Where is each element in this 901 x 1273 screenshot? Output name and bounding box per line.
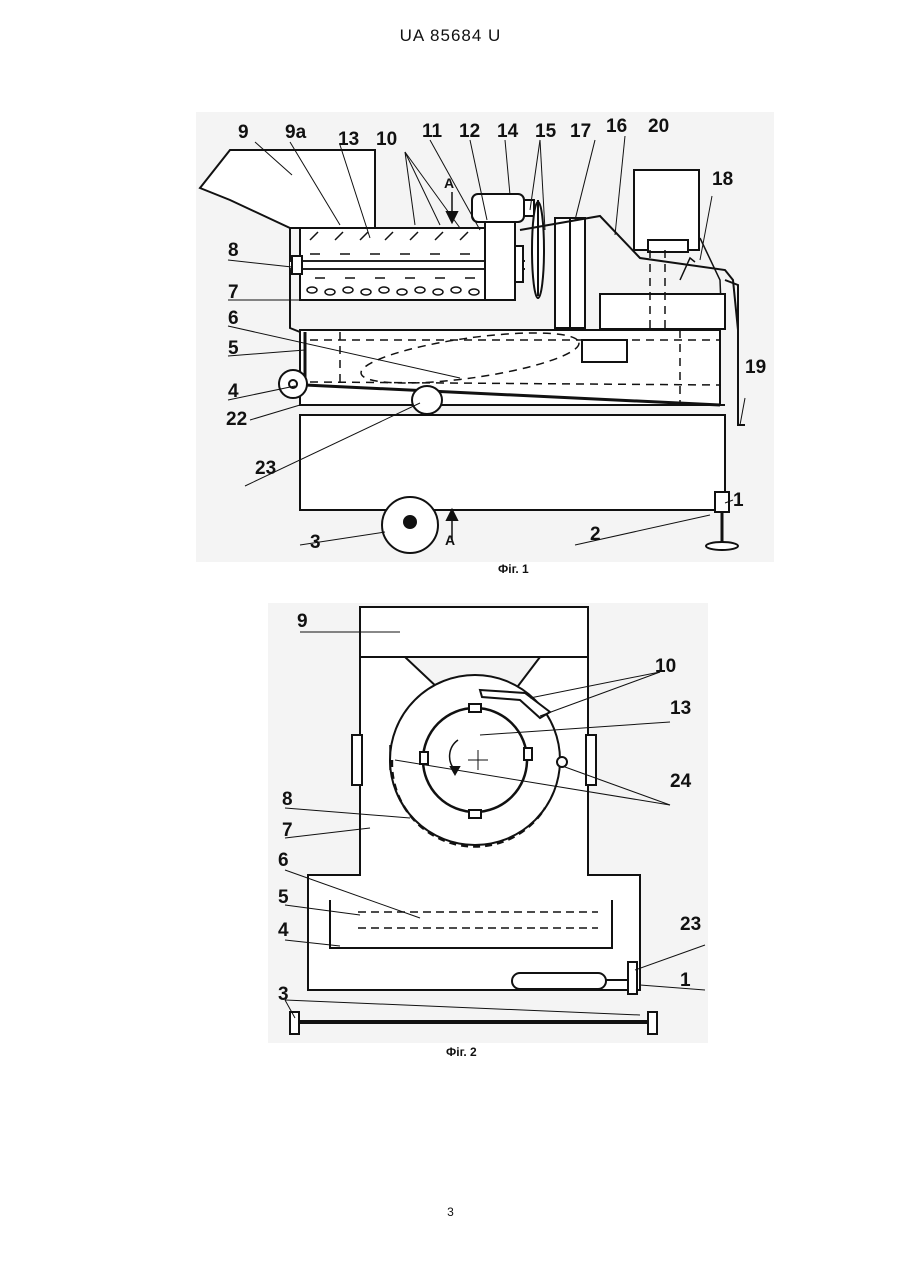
blade-top [469,704,481,712]
fig1-label-19: 19 [745,357,766,378]
blade-right [524,748,532,760]
page-number: 3 [0,1205,901,1219]
fig2-label-4: 4 [278,920,289,941]
fig1-label-6: 6 [228,308,239,329]
fig1-section-a-bottom: А [445,532,455,548]
pivot-24 [557,757,567,767]
fig2-label-23: 23 [680,914,701,935]
fig1-label-1: 1 [733,490,744,511]
figure-2-drawing: 9 10 13 24 8 7 6 5 4 23 1 3 [0,595,901,1055]
fig1-label-7: 7 [228,282,239,303]
fig1-label-17: 17 [570,121,591,142]
fig1-label-9: 9 [238,122,249,143]
roller-4 [279,370,307,398]
figure-1-caption: Фіг. 1 [498,562,529,576]
left-wheel [290,1012,299,1034]
right-box [600,294,725,329]
fig1-label-2: 2 [590,524,601,545]
fig1-label-16: 16 [606,116,627,137]
fig1-label-20: 20 [648,116,669,137]
motor [472,194,524,222]
fig1-label-11: 11 [422,121,443,142]
container-20-outlet [648,240,688,252]
fig2-label-24: 24 [670,771,692,792]
fig1-label-18: 18 [712,169,733,190]
roller-23 [512,973,606,989]
fig1-label-12: 12 [459,121,480,142]
fig2-label-5: 5 [278,887,289,908]
fig1-label-5: 5 [228,338,239,359]
wheel-3-hub [404,516,416,528]
fig1-label-8: 8 [228,240,239,261]
fig1-label-15: 15 [535,121,557,142]
block-12 [485,220,515,300]
fig2-label-7: 7 [282,820,293,841]
fig1-label-10: 10 [376,129,397,150]
blade-bottom [469,810,481,818]
support-foot [706,542,738,550]
fig2-label-8: 8 [282,789,293,810]
fig1-section-a-top: А [444,175,454,191]
left-bearing [292,256,302,274]
fig2-label-3: 3 [278,984,289,1005]
trough [330,900,612,948]
right-wheel [648,1012,657,1034]
figure-1-drawing: 9 9а 13 10 11 12 14 15 17 16 20 18 8 7 6… [0,0,901,600]
fig1-label-23: 23 [255,458,276,479]
fig1-label-13: 13 [338,129,359,150]
fig2-label-1: 1 [680,970,691,991]
roller-bracket [628,962,637,994]
figure-2-caption: Фіг. 2 [446,1045,477,1059]
roller-23 [412,386,442,414]
left-bracket [352,735,362,785]
motor-pulley [524,200,534,216]
fig1-label-3: 3 [310,532,321,553]
inspection-window [582,340,627,362]
container-20 [634,170,699,250]
fig2-label-9: 9 [297,611,308,632]
fig1-label-9a: 9а [285,122,307,143]
fig2-label-6: 6 [278,850,289,871]
fig2-label-13: 13 [670,698,691,719]
fig2-label-10: 10 [655,656,676,677]
fig1-label-4: 4 [228,381,239,402]
blade-left [420,752,428,764]
fig1-label-22: 22 [226,409,247,430]
fig1-label-14: 14 [497,121,519,142]
